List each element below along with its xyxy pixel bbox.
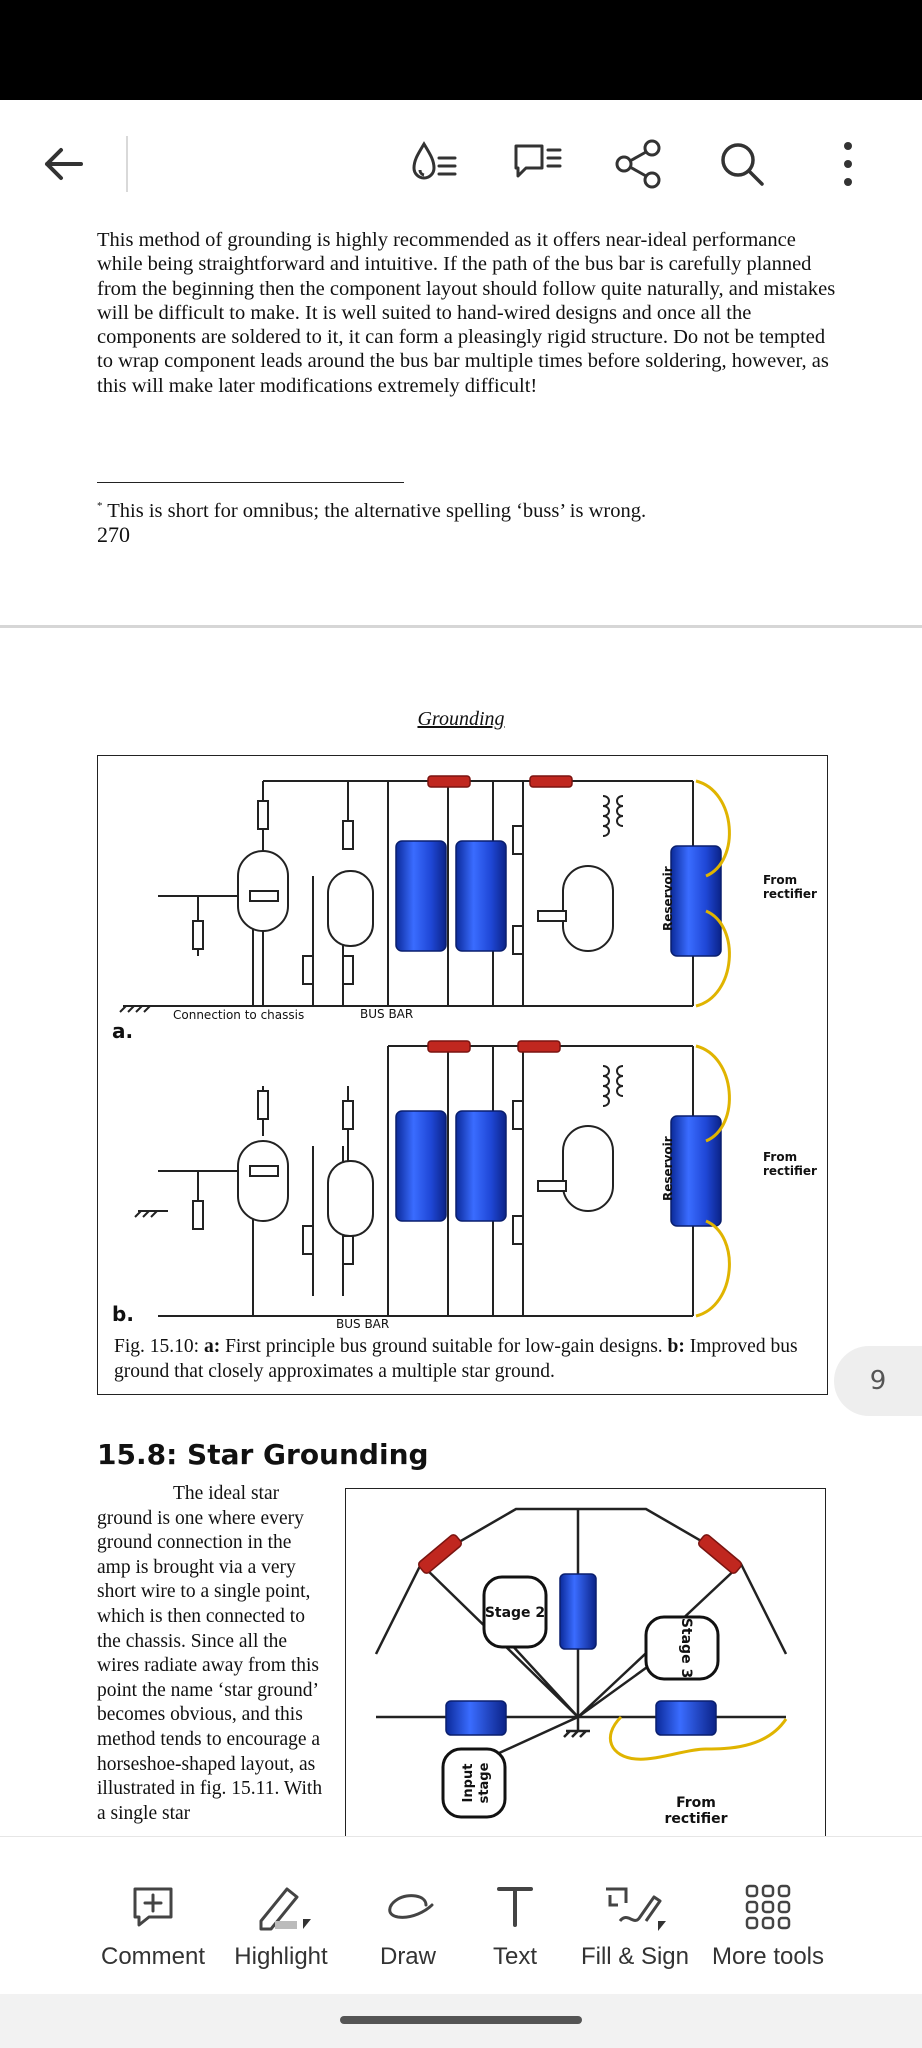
stage-2-label: Stage 2 <box>485 1605 545 1621</box>
comment-label: Comment <box>100 1943 206 1970</box>
top-toolbar <box>0 100 922 229</box>
page-number: 270 <box>97 522 130 547</box>
more-tools-grid-icon <box>703 1875 833 1939</box>
text-tool-icon <box>450 1875 580 1939</box>
reading-mode-icon[interactable] <box>398 128 470 200</box>
more-tools-button[interactable]: More tools <box>703 1875 833 1971</box>
figure-15-11: Stage 2 Stage 3 Input stage From rectifi… <box>345 1488 826 1836</box>
overflow-menu-icon[interactable] <box>812 128 884 200</box>
panel-a-label: a. <box>112 1019 133 1043</box>
footnote-text: This is short for omnibus; the alternati… <box>107 499 647 522</box>
figure-15-10: a. Connection to chassis BUS BAR b. BUS … <box>97 755 828 1395</box>
share-icon[interactable] <box>602 128 674 200</box>
system-navigation-bar <box>0 1994 922 2048</box>
from-label-b: From <box>763 1150 797 1164</box>
fill-sign-icon <box>570 1875 700 1939</box>
draw-label: Draw <box>379 1943 436 1970</box>
fill-sign-tool-button[interactable]: Fill & Sign <box>570 1875 700 1971</box>
reservoir-label-b: Reservoir <box>661 1136 675 1201</box>
draw-icon <box>343 1875 473 1939</box>
section-paragraph-text: The ideal star ground is one where every… <box>97 1483 323 1824</box>
page-indicator-badge[interactable]: 9 <box>834 1346 922 1416</box>
section-paragraph: The ideal star ground is one where every… <box>97 1482 329 1826</box>
caption-a-text: First principle bus ground suitable for … <box>220 1336 668 1357</box>
page-divider <box>0 625 922 628</box>
draw-tool-button[interactable]: Draw <box>343 1875 473 1971</box>
comment-tool-button[interactable]: Comment <box>88 1875 218 1971</box>
rectifier-label: rectifier <box>665 1811 728 1827</box>
figure-caption: Fig. 15.10: a: First principle bus groun… <box>114 1334 814 1384</box>
bus-bar-label-a: BUS BAR <box>360 1007 413 1021</box>
text-tool-button[interactable]: Text <box>450 1875 580 1971</box>
comment-add-icon <box>88 1875 218 1939</box>
from-label: From <box>676 1795 716 1811</box>
toolbar-divider <box>126 136 128 192</box>
highlight-tool-button[interactable]: Highlight <box>216 1875 346 1971</box>
caption-b-marker: b: <box>667 1336 685 1357</box>
input-label: Input <box>461 1764 476 1803</box>
caption-prefix: Fig. 15.10: <box>114 1336 204 1357</box>
more-tools-label: More tools <box>711 1943 825 1970</box>
footnote-mark: * <box>97 500 103 512</box>
rectifier-label-b: rectifier <box>763 1164 817 1178</box>
from-label-a: From <box>763 873 797 887</box>
reservoir-label-a: Reservoir <box>661 866 675 931</box>
footnote: * This is short for omnibus; the alterna… <box>97 494 646 523</box>
highlighter-icon <box>216 1875 346 1939</box>
search-icon[interactable] <box>706 128 778 200</box>
document-view[interactable]: This method of grounding is highly recom… <box>0 228 922 1836</box>
bottom-toolbar: Comment Highlight Draw Text Fill & Sign … <box>0 1836 922 1995</box>
status-bar <box>0 0 922 100</box>
star-ground-diagram: Stage 2 Stage 3 Input stage From rectifi… <box>374 1507 788 1827</box>
home-gesture-handle[interactable] <box>340 2016 582 2024</box>
rectifier-label-a: rectifier <box>763 887 817 901</box>
highlight-label: Highlight <box>234 1943 328 1970</box>
comments-icon[interactable] <box>502 128 574 200</box>
bus-ground-schematic: a. Connection to chassis BUS BAR b. BUS … <box>112 775 817 1331</box>
caption-a-marker: a: <box>203 1336 221 1357</box>
bus-bar-label-b: BUS BAR <box>336 1317 389 1331</box>
text-label: Text <box>492 1943 537 1970</box>
fill-sign-label: Fill & Sign <box>580 1943 690 1970</box>
chassis-connection-label: Connection to chassis <box>173 1008 304 1022</box>
arrow-left-icon[interactable] <box>27 128 99 200</box>
panel-b-label: b. <box>112 1302 134 1326</box>
stage-3-label: Stage 3 <box>678 1618 694 1678</box>
running-head: Grounding <box>417 708 505 730</box>
caption-b-text: Improved bus ground that closely approxi… <box>114 1336 798 1382</box>
stage-label: stage <box>477 1762 492 1803</box>
body-paragraph: This method of grounding is highly recom… <box>97 229 836 397</box>
section-title: 15.8: Star Grounding <box>97 1438 429 1471</box>
footnote-rule <box>97 482 404 483</box>
